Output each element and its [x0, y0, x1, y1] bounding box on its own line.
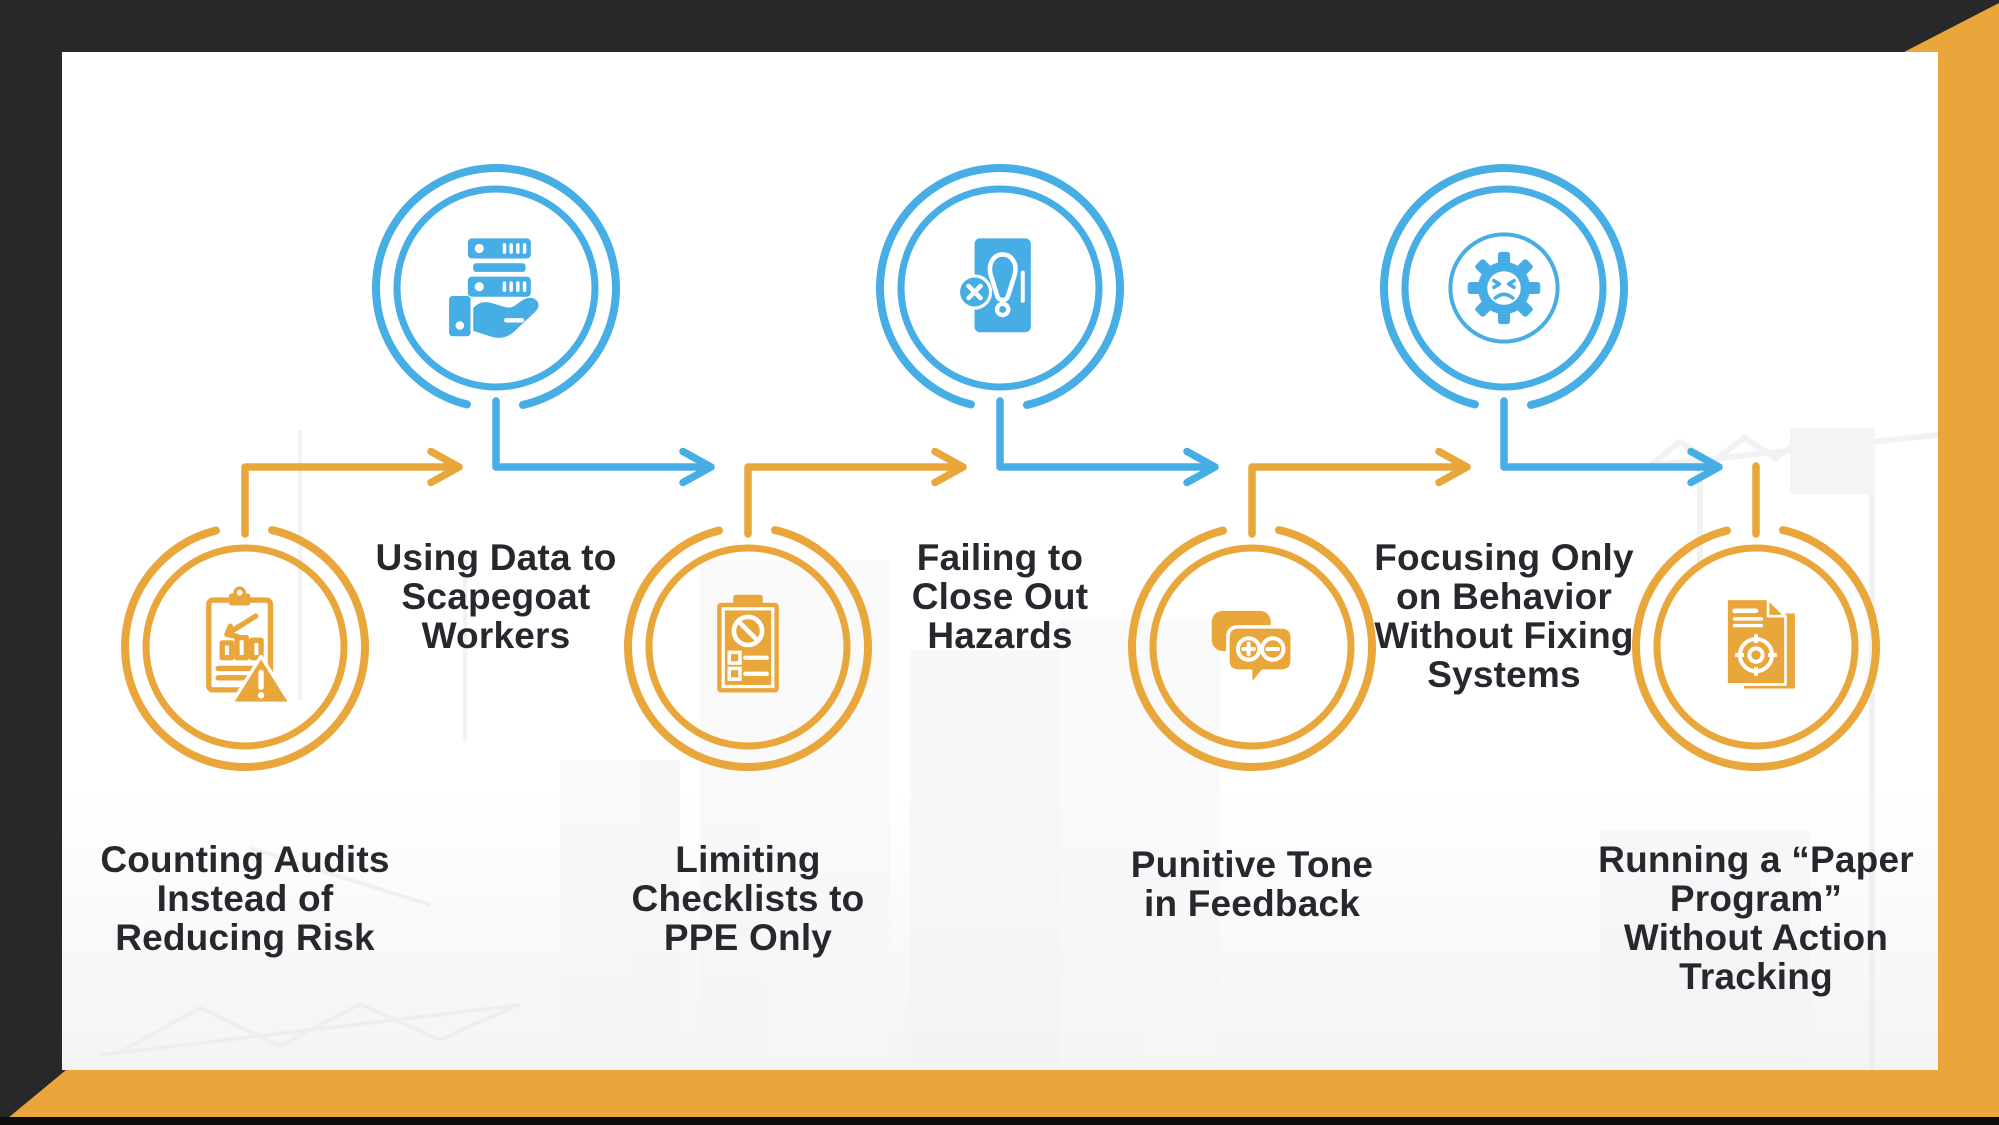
- step-label-paper-program: Running a “Paper Program” Without Action…: [1598, 839, 1914, 997]
- step-label-counting-audits: Counting Audits Instead of Reducing Risk: [100, 839, 390, 958]
- step-label-using-data: Using Data to Scapegoat Workers: [375, 537, 617, 656]
- step-label-focusing-behavior: Focusing Only on Behavior Without Fixing…: [1374, 537, 1634, 695]
- step-label-failing-close-out: Failing to Close Out Hazards: [911, 537, 1089, 656]
- bottom-strip: [0, 1117, 1999, 1125]
- step-label-punitive-tone: Punitive Tone in Feedback: [1130, 844, 1374, 924]
- step-label-limiting-checklists: Limiting Checklists to PPE Only: [631, 839, 865, 958]
